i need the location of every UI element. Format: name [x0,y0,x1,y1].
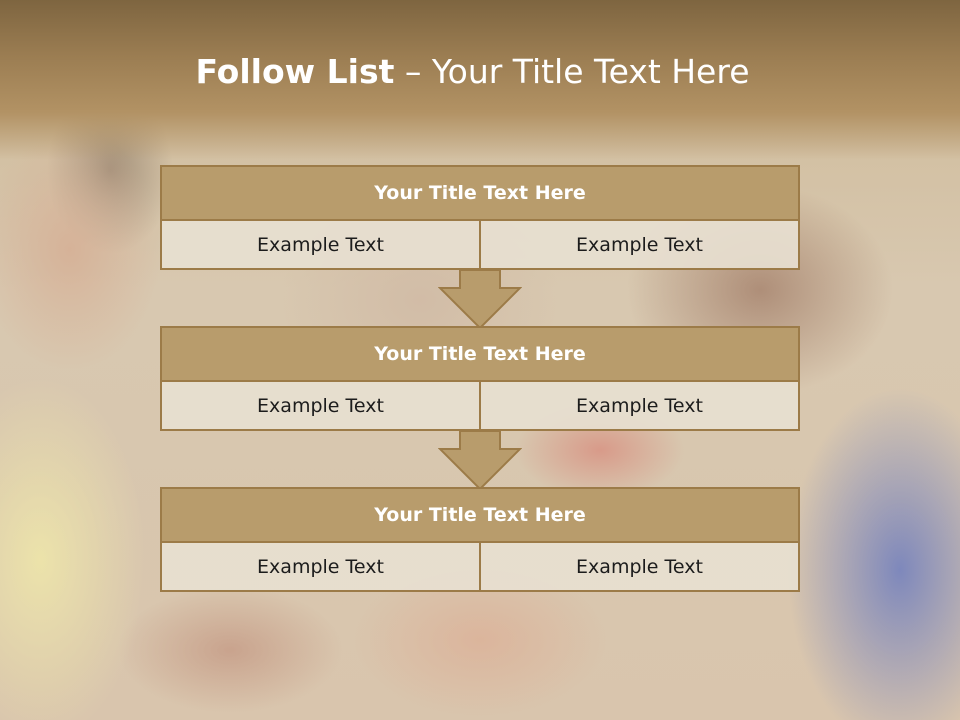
block-cell-left: Example Text [257,233,384,256]
list-block-2: Your Title Text Here Example Text Exampl… [160,326,800,431]
block-cell-right: Example Text [479,221,798,268]
down-arrow-icon [438,431,522,491]
block-header: Your Title Text Here [160,165,800,221]
block-cell-left: Example Text [257,555,384,578]
block-header: Your Title Text Here [160,326,800,382]
block-cell-left: Example Text [257,394,384,417]
title-bar [0,0,960,160]
block-row: Example Text Example Text [160,221,800,270]
slide-title-rest: – Your Title Text Here [404,52,750,91]
block-cell-right: Example Text [479,382,798,429]
list-block-1: Your Title Text Here Example Text Exampl… [160,165,800,270]
slide-title: Follow List – Your Title Text Here [0,52,945,91]
block-row: Example Text Example Text [160,543,800,592]
block-row: Example Text Example Text [160,382,800,431]
down-arrow-icon [438,270,522,330]
block-header: Your Title Text Here [160,487,800,543]
block-cell-right: Example Text [479,543,798,590]
list-block-3: Your Title Text Here Example Text Exampl… [160,487,800,592]
slide-title-bold: Follow List [195,52,395,91]
